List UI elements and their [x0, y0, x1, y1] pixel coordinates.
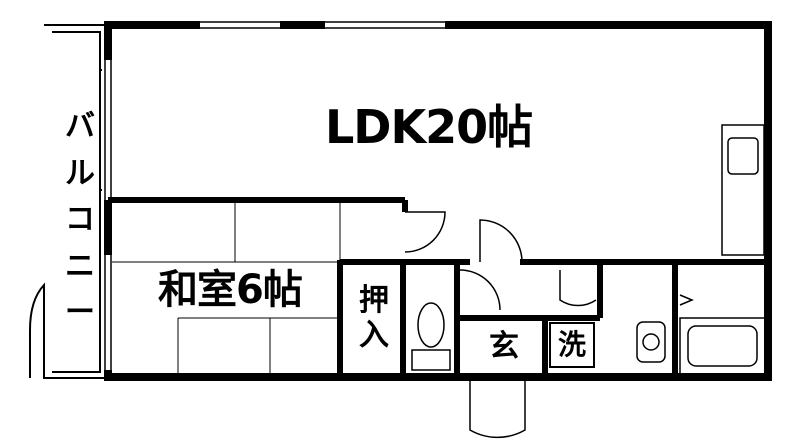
room-label-ldk: LDK20帖 — [325, 100, 533, 154]
room-label-washitsu: 和室6帖 — [158, 267, 303, 313]
room-label-genkan: 玄 — [489, 329, 519, 364]
room-label-balcony: バルコニー — [65, 109, 95, 330]
top-windows — [200, 19, 445, 31]
wash-basin — [636, 294, 694, 363]
room-label-oshiire: 押入 — [359, 283, 389, 353]
interior-walls — [108, 197, 768, 377]
toilet-fixture — [411, 302, 451, 371]
room-label-sentaku: 洗 — [549, 322, 595, 368]
left-window — [102, 60, 114, 370]
tatami-lines — [112, 200, 341, 377]
kitchen-counter — [721, 124, 765, 256]
door-swings — [404, 211, 597, 439]
bathtub — [679, 317, 766, 375]
